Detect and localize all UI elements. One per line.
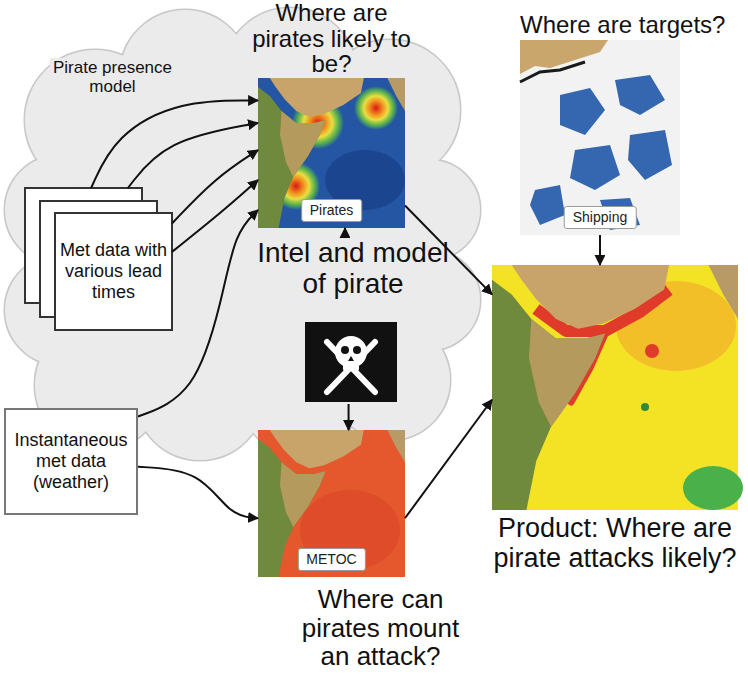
flow-arrow xyxy=(91,100,258,188)
map-panel: METOCWhere can pirates mount an attack? xyxy=(258,430,405,577)
flow-arrow xyxy=(172,180,258,252)
high-risk-spot xyxy=(645,344,659,358)
flow-arrow xyxy=(344,228,346,238)
map-panel: Where are pirates likely to be?Pirates xyxy=(258,78,405,228)
land-map xyxy=(258,430,405,577)
pirate-flag-node: Intel and model of pirate xyxy=(242,238,464,404)
map-badge: Shipping xyxy=(564,206,637,229)
question-heading: Where are pirates likely to be? xyxy=(244,0,419,76)
shipping-density xyxy=(520,40,680,235)
ocean xyxy=(258,78,405,228)
land-map xyxy=(258,78,405,228)
question-caption: Where can pirates mount an attack? xyxy=(298,585,463,671)
box-text: Instantaneous met data (weather) xyxy=(8,430,134,492)
flag-heading: Intel and model of pirate xyxy=(242,238,464,300)
met-data-stack: Met data with various lead times xyxy=(25,188,172,330)
flow-arrow xyxy=(172,150,258,224)
map-badge: METOC xyxy=(297,548,365,571)
no-shipping-area xyxy=(530,75,672,230)
ocean xyxy=(258,430,405,577)
flow-arrow xyxy=(405,400,492,518)
map-panel: Product: Where are pirate attacks likely… xyxy=(492,265,738,510)
cloud-fill xyxy=(5,8,480,460)
flow-arrow xyxy=(348,404,350,430)
skull xyxy=(335,336,367,371)
low-risk-spot xyxy=(641,403,649,411)
question-heading: Where are targets? xyxy=(520,12,735,38)
product-caption: Product: Where are pirate attacks likely… xyxy=(487,514,743,573)
flow-arrow xyxy=(138,467,258,518)
map-panel: Where are targets?Shipping xyxy=(520,40,680,235)
low-risk-area xyxy=(683,466,743,510)
pirate-flag xyxy=(305,322,397,402)
flow-arrow xyxy=(599,235,601,265)
sheet-text: Met data with various lead times xyxy=(55,213,172,330)
data-sheet xyxy=(55,213,172,330)
land-map xyxy=(492,265,738,510)
edge-label: Pirate presence model xyxy=(50,58,175,97)
shipping-route xyxy=(520,62,585,82)
process-box: Instantaneous met data (weather) xyxy=(4,408,138,515)
map-badge: Pirates xyxy=(301,199,363,222)
flow-arrow xyxy=(128,123,258,188)
cloud-outline xyxy=(5,8,480,460)
